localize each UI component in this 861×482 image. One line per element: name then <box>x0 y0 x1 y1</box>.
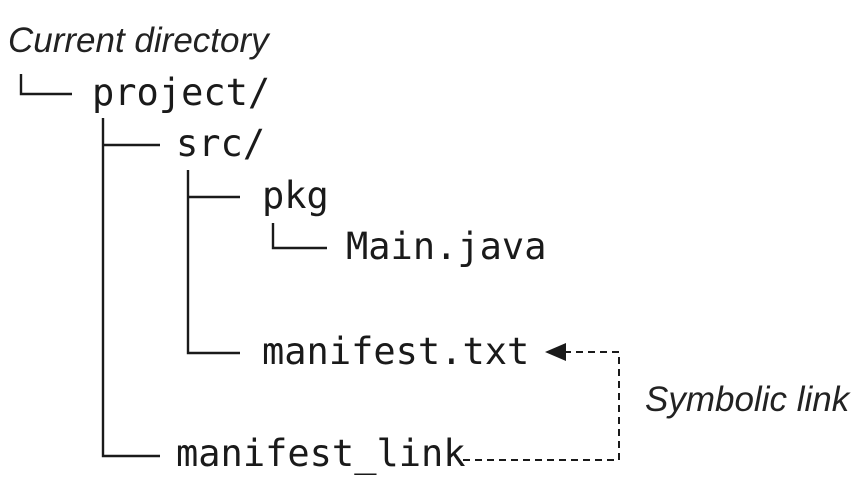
level2-trunk <box>186 170 240 355</box>
current-directory-caption: Current directory <box>8 21 271 60</box>
manifest-file-label: manifest.txt <box>262 330 529 373</box>
pkg-folder-label: pkg <box>262 174 329 217</box>
root-connector <box>19 74 72 96</box>
symbolic-link-dashed-line <box>463 351 620 461</box>
arrowhead-icon <box>545 343 566 361</box>
main-java-connector <box>271 223 327 250</box>
src-folder-label: src/ <box>176 122 265 165</box>
manifest-link-label: manifest_link <box>176 432 466 476</box>
project-folder-label: project/ <box>92 71 270 114</box>
main-java-file-label: Main.java <box>346 225 546 268</box>
tree-connectors <box>19 74 327 458</box>
level1-trunk <box>101 118 160 458</box>
symbolic-link-arrow <box>463 343 620 461</box>
symbolic-link-annotation: Symbolic link <box>645 380 851 419</box>
